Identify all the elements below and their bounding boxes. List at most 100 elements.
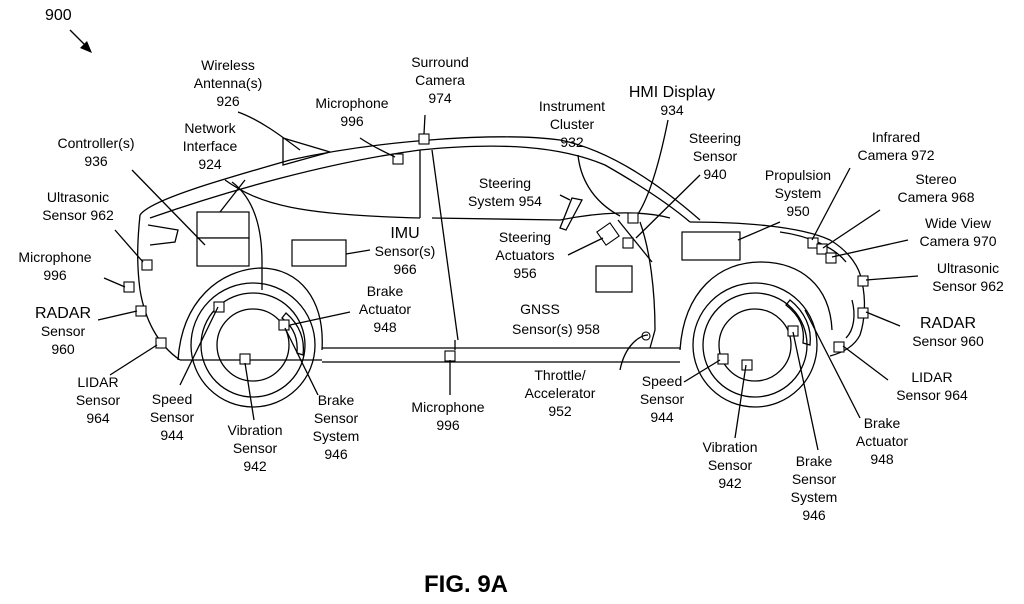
svg-text:RADAR: RADAR	[35, 305, 91, 322]
svg-text:Infrared: Infrared	[872, 129, 920, 145]
svg-text:Sensor: Sensor	[41, 323, 86, 339]
svg-text:Ultrasonic: Ultrasonic	[47, 189, 109, 205]
svg-text:974: 974	[428, 90, 452, 106]
label-steering-actuators: Steering Actuators 956	[495, 229, 554, 281]
svg-text:Sensor: Sensor	[150, 409, 195, 425]
label-imu: IMU Sensor(s) 966	[375, 225, 436, 277]
figure-caption: FIG. 9A	[424, 571, 508, 598]
label-microphone-bottom: Microphone 996	[411, 399, 484, 433]
svg-text:944: 944	[650, 409, 674, 425]
svg-text:Actuator: Actuator	[359, 301, 411, 317]
svg-text:Network: Network	[184, 120, 236, 136]
label-instrument-cluster: Instrument Cluster 932	[539, 98, 605, 150]
svg-text:936: 936	[84, 153, 108, 169]
svg-text:Actuators: Actuators	[495, 247, 554, 263]
svg-text:LIDAR: LIDAR	[77, 374, 118, 390]
label-brake-sensor-rear: Brake Sensor System 946	[313, 392, 360, 462]
svg-text:Throttle/: Throttle/	[534, 367, 585, 383]
label-gnss: GNSS Sensor(s) 958	[512, 301, 600, 337]
svg-text:Sensor 964: Sensor 964	[896, 387, 968, 403]
svg-text:Cluster: Cluster	[550, 116, 595, 132]
svg-text:Propulsion: Propulsion	[765, 167, 831, 183]
svg-text:Brake: Brake	[864, 415, 901, 431]
label-brake-actuator-front: Brake Actuator 948	[856, 415, 908, 467]
svg-text:System: System	[313, 428, 360, 444]
svg-text:934: 934	[660, 102, 684, 118]
svg-text:932: 932	[560, 134, 584, 150]
svg-text:956: 956	[513, 265, 537, 281]
svg-text:Accelerator: Accelerator	[525, 385, 596, 401]
svg-text:Microphone: Microphone	[315, 95, 388, 111]
svg-text:Vibration: Vibration	[227, 422, 282, 438]
label-propulsion: Propulsion System 950	[765, 167, 831, 219]
label-wide-view-camera: Wide View Camera 970	[919, 215, 996, 249]
svg-text:System 954: System 954	[468, 193, 542, 209]
svg-text:LIDAR: LIDAR	[911, 369, 952, 385]
svg-text:IMU: IMU	[390, 225, 419, 242]
label-throttle: Throttle/ Accelerator 952	[525, 367, 596, 419]
label-speed-rear: Speed Sensor 944	[150, 391, 195, 443]
gnss-sensor-box	[596, 266, 632, 292]
svg-text:966: 966	[393, 261, 417, 277]
svg-text:Actuator: Actuator	[856, 433, 908, 449]
steering-system-icon	[560, 198, 619, 245]
figure-reference-number: 900	[45, 7, 72, 24]
label-stereo-camera: Stereo Camera 968	[897, 171, 974, 205]
svg-text:Sensor(s) 958: Sensor(s) 958	[512, 321, 600, 337]
svg-text:Interface: Interface	[183, 138, 238, 154]
svg-text:Sensor(s): Sensor(s)	[375, 243, 436, 259]
svg-text:Steering: Steering	[479, 175, 531, 191]
svg-text:948: 948	[870, 451, 894, 467]
label-wireless-antenna: Wireless Antenna(s) 926	[194, 57, 262, 109]
label-brake-actuator-rear: Brake Actuator 948	[359, 283, 411, 335]
reference-arrow-icon	[70, 30, 92, 53]
svg-text:960: 960	[51, 341, 75, 357]
svg-text:942: 942	[718, 475, 742, 491]
svg-text:Steering: Steering	[689, 130, 741, 146]
rear-wheel	[191, 283, 315, 407]
svg-text:System: System	[791, 489, 838, 505]
label-network-interface: Network Interface 924	[183, 120, 238, 172]
svg-text:Sensor: Sensor	[76, 392, 121, 408]
svg-text:Camera 972: Camera 972	[857, 147, 934, 163]
svg-text:Brake: Brake	[318, 392, 355, 408]
front-wheel	[693, 283, 817, 407]
svg-text:Sensor: Sensor	[708, 457, 753, 473]
propulsion-system-box	[682, 232, 740, 260]
svg-text:940: 940	[703, 166, 727, 182]
svg-text:Camera 970: Camera 970	[919, 233, 996, 249]
svg-text:GNSS: GNSS	[520, 301, 560, 317]
svg-text:946: 946	[324, 446, 348, 462]
label-radar-front: RADAR Sensor 960	[912, 315, 984, 349]
label-steering-system: Steering System 954	[468, 175, 542, 209]
svg-text:Sensor: Sensor	[233, 440, 278, 456]
label-controllers: Controller(s) 936	[57, 135, 134, 169]
controllers-box	[197, 238, 249, 266]
svg-text:Ultrasonic: Ultrasonic	[937, 260, 999, 276]
svg-text:996: 996	[340, 113, 364, 129]
svg-text:944: 944	[160, 427, 184, 443]
svg-text:926: 926	[216, 93, 240, 109]
svg-text:Camera 968: Camera 968	[897, 189, 974, 205]
svg-text:Microphone: Microphone	[18, 249, 91, 265]
label-hmi-display: HMI Display 934	[629, 84, 715, 118]
svg-text:950: 950	[786, 203, 810, 219]
svg-text:964: 964	[86, 410, 110, 426]
label-steering-sensor: Steering Sensor 940	[689, 130, 741, 182]
label-microphone-roof: Microphone 996	[315, 95, 388, 129]
svg-text:Sensor: Sensor	[640, 391, 685, 407]
svg-text:RADAR: RADAR	[920, 315, 976, 332]
svg-text:Wide View: Wide View	[925, 215, 992, 231]
svg-text:Microphone: Microphone	[411, 399, 484, 415]
svg-text:Camera: Camera	[415, 72, 465, 88]
svg-text:Speed: Speed	[152, 391, 192, 407]
svg-text:Antenna(s): Antenna(s)	[194, 75, 262, 91]
svg-text:948: 948	[373, 319, 397, 335]
svg-text:Brake: Brake	[367, 283, 404, 299]
svg-text:Wireless: Wireless	[201, 57, 255, 73]
imu-sensor-box	[292, 240, 346, 266]
label-brake-sensor-front: Brake Sensor System 946	[791, 453, 838, 523]
svg-text:Sensor 960: Sensor 960	[912, 333, 984, 349]
label-vibration-front: Vibration Sensor 942	[702, 439, 757, 491]
